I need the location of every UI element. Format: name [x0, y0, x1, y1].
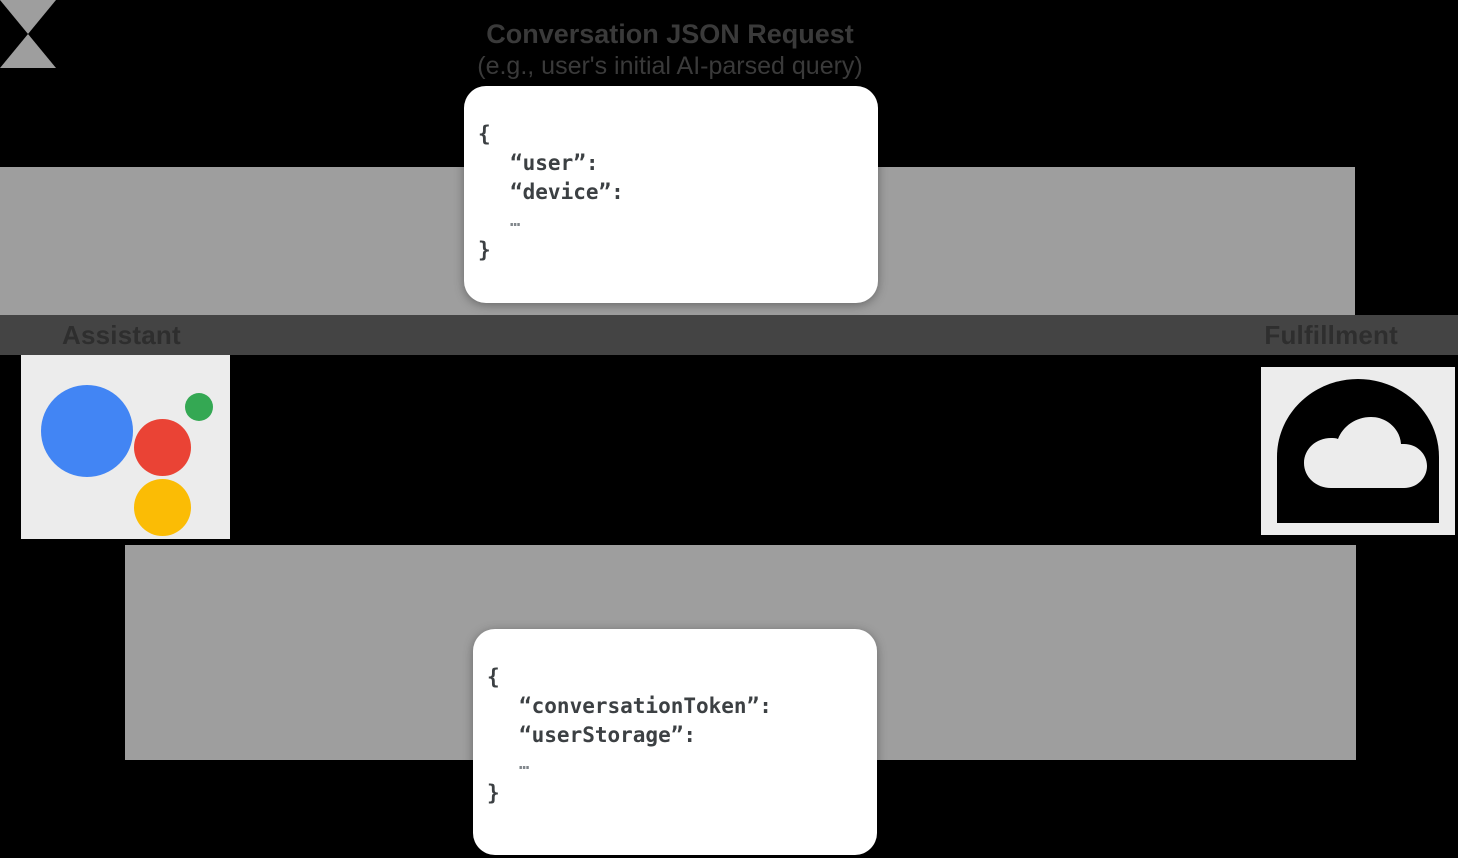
response-json-key-user-storage: “userStorage”:	[519, 723, 697, 747]
request-caption-line1: Conversation JSON Request	[486, 19, 854, 49]
response-json-key-conversation-token: “conversationToken”:	[519, 694, 772, 718]
assistant-yellow-dot-icon	[134, 479, 191, 536]
cloud-icon	[1277, 379, 1439, 523]
request-json-key-user: “user”:	[510, 151, 599, 175]
response-flow-arrowhead-icon	[0, 34, 56, 68]
assistant-actor-tile	[21, 355, 230, 539]
response-json-ellipsis: …	[519, 754, 532, 774]
response-json-open-brace: {	[487, 665, 500, 689]
fulfillment-label: Fulfillment	[1264, 320, 1398, 350]
request-json-card: { “user”: “device”: … }	[464, 86, 878, 303]
request-caption: Conversation JSON Request (e.g., user's …	[0, 18, 1340, 82]
assistant-red-dot-icon	[134, 419, 191, 476]
fulfillment-actor-tile	[1261, 367, 1455, 535]
request-json-open-brace: {	[478, 122, 491, 146]
request-json-ellipsis: …	[510, 211, 523, 231]
response-json-card: { “conversationToken”: “userStorage”: … …	[473, 629, 877, 855]
request-flow-arrowhead-icon	[0, 0, 56, 34]
request-json-close-brace: }	[478, 238, 491, 262]
response-json-close-brace: }	[487, 781, 500, 805]
assistant-green-dot-icon	[185, 393, 213, 421]
assistant-blue-dot-icon	[41, 385, 133, 477]
actor-rail	[0, 315, 1458, 355]
request-caption-line2: (e.g., user's initial AI-parsed query)	[477, 52, 863, 80]
assistant-label: Assistant	[62, 320, 181, 350]
request-json-key-device: “device”:	[510, 180, 624, 204]
